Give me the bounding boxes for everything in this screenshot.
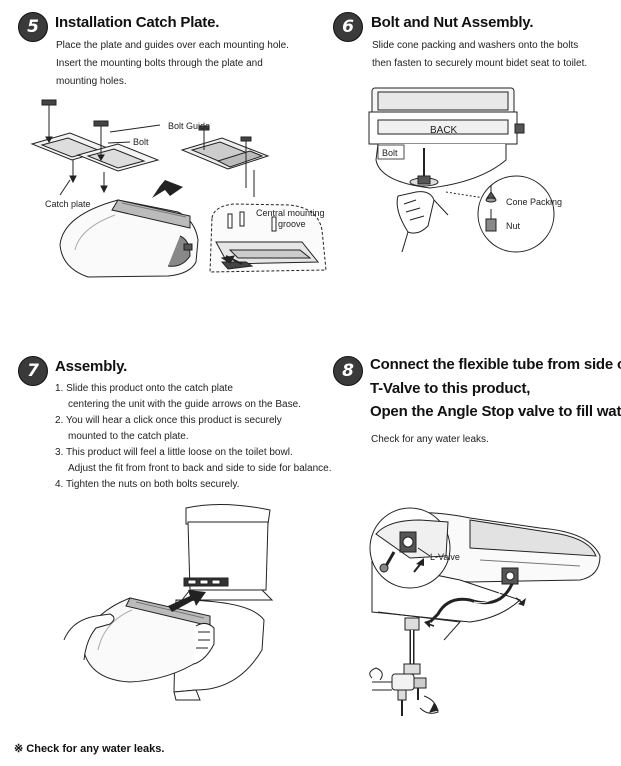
step-7-item-2-cont: mounted to the catch plate.: [68, 431, 189, 442]
step-8-title-line-3: Open the Angle Stop valve to fill water.: [370, 403, 621, 420]
step-8-number-badge: 8: [333, 356, 363, 386]
step-8-note: Check for any water leaks.: [371, 434, 489, 445]
step-6-line-1: Slide cone packing and washers onto the …: [372, 40, 579, 51]
label-groove: groove: [278, 219, 306, 229]
step-7-item-1-cont: centering the unit with the guide arrows…: [68, 399, 301, 410]
step-7-item-3-cont: Adjust the fit from front to back and si…: [68, 463, 332, 474]
step-6-line-2: then fasten to securely mount bidet seat…: [372, 58, 588, 69]
step-5-number-badge: 5: [18, 12, 48, 42]
bolt-pair: [41, 99, 109, 194]
step-5-line-1: Place the plate and guides over each mou…: [56, 40, 289, 51]
label-back: BACK: [430, 125, 458, 136]
label-l-valve: L-Valve: [430, 552, 460, 562]
step-5-title: Installation Catch Plate.: [55, 14, 220, 31]
step-5-line-3: mounting holes.: [56, 76, 127, 87]
label-cone-packing: Cone Packing: [506, 197, 562, 207]
bidet-seat-side: [403, 512, 601, 585]
toilet-back-view: [368, 87, 525, 189]
flexible-tube: [428, 583, 514, 624]
catch-plate-left: [30, 132, 160, 172]
label-central-mounting: Central mounting: [256, 208, 325, 218]
label-bolt-box: [377, 144, 405, 160]
footer-text: Check for any water leaks.: [26, 743, 165, 755]
step-5-description: Place the plate and guides over each mou…: [56, 37, 289, 91]
step-7-instructions: 1. Slide this product onto the catch pla…: [55, 381, 331, 493]
step-8-title-line-2: T-Valve to this product,: [370, 380, 531, 397]
catch-plate-right: [180, 125, 270, 197]
step-7-item-3: 3. This product will feel a little loose…: [55, 447, 293, 458]
step-7-item-1: 1. Slide this product onto the catch pla…: [55, 383, 233, 394]
label-catch-plate: Catch plate: [45, 199, 91, 209]
label-bolt-guide: Bolt Guide: [168, 121, 210, 131]
footer-reference-mark: ※: [14, 743, 24, 755]
step-6-description: Slide cone packing and washers onto the …: [372, 37, 587, 73]
step-7-item-2: 2. You will hear a click once this produ…: [55, 415, 282, 426]
footer-note: ※ Check for any water leaks.: [14, 742, 164, 755]
step-6-title: Bolt and Nut Assembly.: [371, 14, 534, 31]
label-bolt-6: Bolt: [382, 148, 398, 158]
step-6-number-badge: 6: [333, 12, 363, 42]
step-5-line-2: Insert the mounting bolts through the pl…: [56, 58, 263, 69]
groove-detail-inset: [209, 203, 327, 273]
toilet-tank: [180, 503, 274, 601]
bidet-seat-assembly: [83, 577, 229, 683]
angle-stop-valve: [369, 617, 439, 716]
step-7-title: Assembly.: [55, 358, 128, 375]
step-8-title-line-1: Connect the flexible tube from side of: [370, 356, 621, 373]
step-7-number-badge: 7: [18, 356, 48, 386]
label-bolt: Bolt: [133, 137, 149, 147]
label-nut: Nut: [506, 221, 521, 231]
bidet-seat: [59, 199, 199, 278]
step-7-item-4: 4. Tighten the nuts on both bolts secure…: [55, 479, 240, 490]
hand-and-bolt: [396, 148, 449, 253]
l-valve-detail: [369, 507, 451, 589]
hands: [63, 613, 215, 665]
cone-packing-detail: [477, 175, 555, 253]
